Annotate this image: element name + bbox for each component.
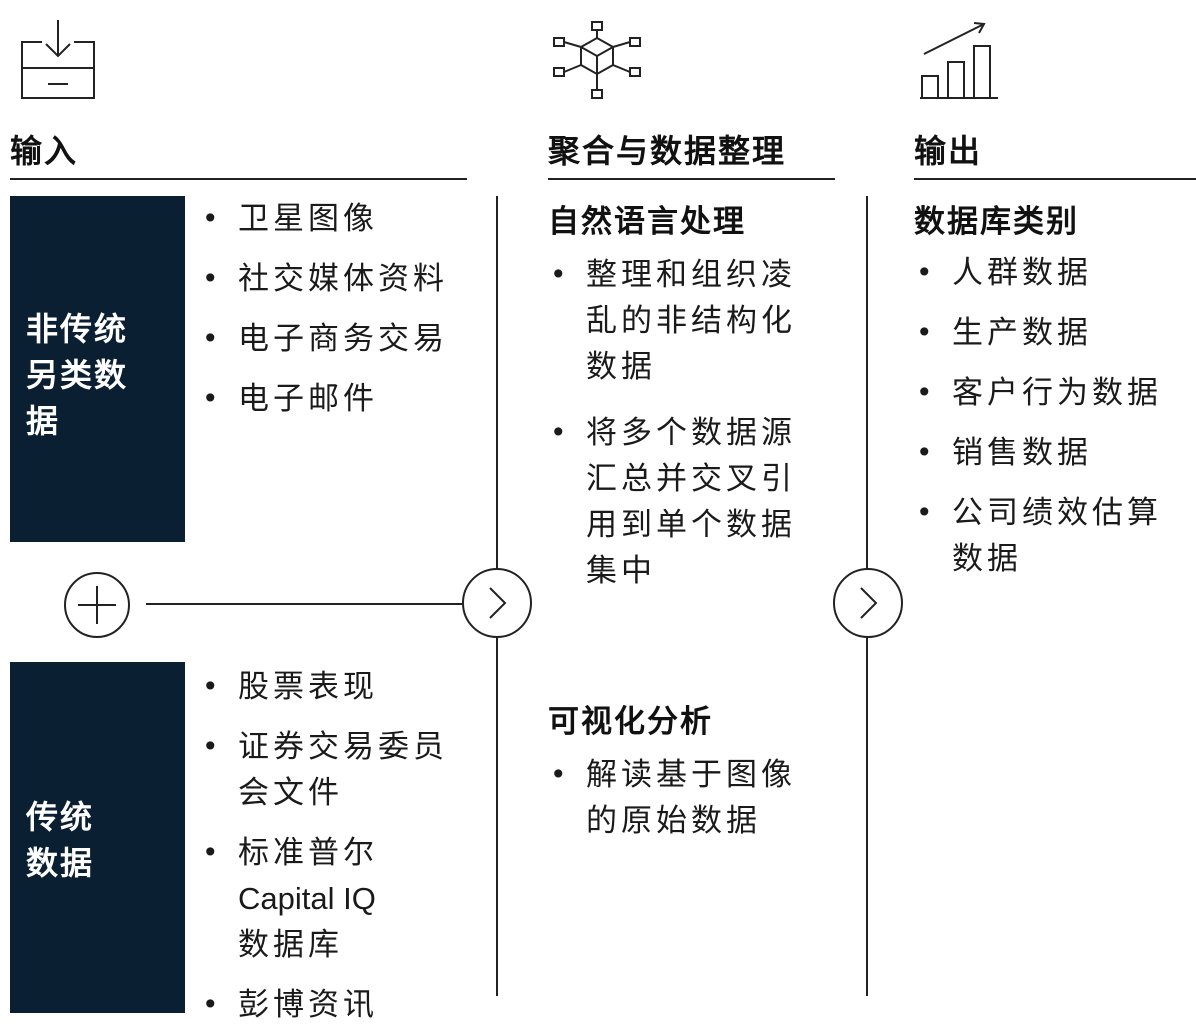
list-item: 人群数据 bbox=[914, 250, 1184, 296]
nlp-title: 自然语言处理 bbox=[548, 204, 746, 240]
trad-data-list: 股票表现 证券交易委员会文件 标准普尔 Capital IQ 数据库 彭博资讯 bbox=[200, 664, 472, 1028]
list-item: 卫星图像 bbox=[200, 196, 480, 242]
alt-data-box: 非传统另类数据 bbox=[10, 196, 185, 542]
list-item: 证券交易委员会文件 bbox=[200, 724, 472, 816]
trad-data-label: 传统数据 bbox=[26, 798, 95, 882]
list-item-line: 标准普尔 bbox=[238, 835, 378, 871]
chevron-right-circle-icon bbox=[831, 566, 905, 640]
list-item: 公司绩效估算数据 bbox=[914, 490, 1184, 582]
list-item: 客户行为数据 bbox=[914, 370, 1184, 416]
alt-data-label: 非传统另类数据 bbox=[26, 310, 129, 440]
inbox-download-icon bbox=[18, 18, 98, 100]
list-item: 电子商务交易 bbox=[200, 316, 480, 362]
db-list: 人群数据 生产数据 客户行为数据 销售数据 公司绩效估算数据 bbox=[914, 250, 1184, 582]
trad-data-box: 传统数据 bbox=[10, 662, 185, 1013]
output-title: 输出 bbox=[914, 132, 983, 170]
alt-data-list: 卫星图像 社交媒体资料 电子商务交易 电子邮件 bbox=[200, 196, 480, 422]
db-title: 数据库类别 bbox=[914, 204, 1079, 240]
nlp-list: 整理和组织凌乱的非结构化数据 将多个数据源汇总并交叉引用到单个数据集中 bbox=[548, 252, 810, 594]
list-item: 整理和组织凌乱的非结构化数据 bbox=[548, 252, 810, 390]
process-rule bbox=[548, 178, 835, 180]
connector-line bbox=[146, 603, 462, 605]
bar-chart-growth-icon bbox=[918, 20, 1000, 100]
process-title: 聚合与数据整理 bbox=[548, 132, 787, 170]
list-item: 社交媒体资料 bbox=[200, 256, 480, 302]
input-rule bbox=[10, 178, 467, 180]
list-item: 销售数据 bbox=[914, 430, 1184, 476]
chevron-right-circle-icon bbox=[460, 566, 534, 640]
list-item: 股票表现 bbox=[200, 664, 472, 710]
viz-list: 解读基于图像的原始数据 bbox=[548, 752, 810, 844]
list-item: 彭博资讯 bbox=[200, 982, 472, 1028]
list-item: 电子邮件 bbox=[200, 376, 480, 422]
viz-title: 可视化分析 bbox=[548, 704, 713, 740]
list-item-line: Capital IQ bbox=[238, 881, 376, 916]
network-cube-icon bbox=[552, 20, 642, 100]
list-item: 解读基于图像的原始数据 bbox=[548, 752, 810, 844]
list-item: 将多个数据源汇总并交叉引用到单个数据集中 bbox=[548, 410, 810, 594]
list-item: 标准普尔 Capital IQ 数据库 bbox=[200, 830, 472, 968]
list-item: 生产数据 bbox=[914, 310, 1184, 356]
list-item-line: 数据库 bbox=[238, 927, 343, 963]
output-rule bbox=[914, 178, 1196, 180]
input-title: 输入 bbox=[10, 132, 79, 170]
plus-circle-icon bbox=[62, 570, 132, 640]
